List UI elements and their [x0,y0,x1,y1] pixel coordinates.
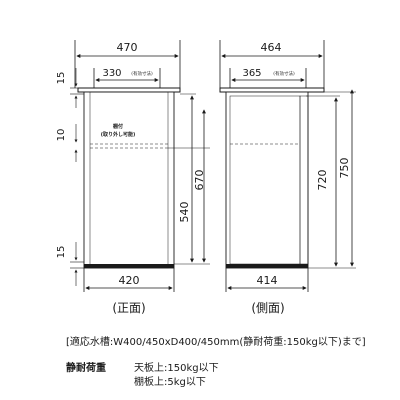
side-width-base: 414 [257,274,278,287]
side-caption: (側面) [251,301,284,315]
spec-notes: [適応水槽:W400/450xD400/450mm(静耐荷重:150kg以下)ま… [66,335,366,388]
front-height-top-board: 15 [56,72,67,85]
spec-load-label: 静耐荷重 [66,361,106,374]
side-bottom-board [226,264,308,268]
front-bottom-board [84,264,174,268]
front-shelf-label-1: 棚付 [113,123,123,130]
front-top-board [77,87,181,93]
front-height-bottom: 15 [56,246,67,259]
side-height-total: 750 [338,158,351,179]
front-height-total: 670 [193,170,206,191]
side-width-inner-note: (有効寸法) [273,70,295,77]
front-width-inner: 330 [102,68,121,79]
front-width-outer: 470 [117,41,138,54]
spec-shelf-load: 棚板上:5kg以下 [134,375,206,388]
spec-compat-line: [適応水槽:W400/450xD400/450mm(静耐荷重:150kg以下)ま… [66,335,366,348]
front-height-inner: 540 [178,202,191,223]
spec-top-load: 天板上:150kg以下 [134,361,219,374]
front-cabinet-frame [83,91,175,269]
front-height-shelf: 10 [56,129,67,142]
side-width-inner: 365 [242,68,261,79]
front-width-inner-note: (有効寸法) [131,70,153,77]
side-view: 464 365 (有効寸法) 720 750 414 (側面) [219,40,356,315]
side-top-board [219,87,325,93]
front-shelf-label-2: (取り外し可能) [101,131,136,138]
front-width-base: 420 [119,274,140,287]
front-caption: (正面) [112,301,145,315]
front-view: 470 330 (有効寸法) 棚付 (取り外し可能) 15 10 15 [56,40,210,315]
side-width-outer: 464 [261,41,282,54]
side-height-inner: 720 [316,170,329,191]
side-cabinet-frame [225,91,309,269]
